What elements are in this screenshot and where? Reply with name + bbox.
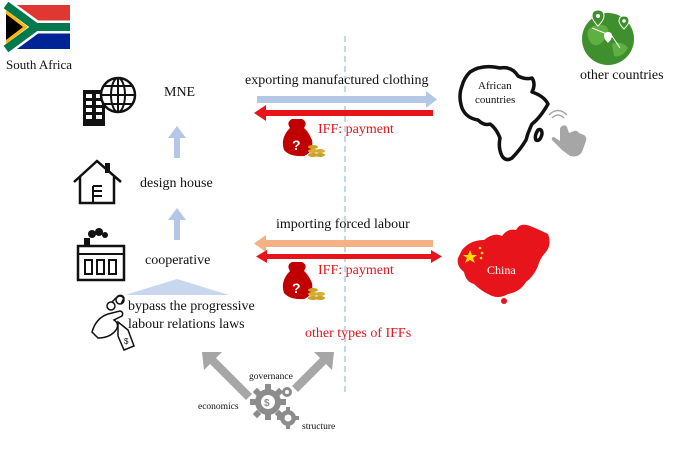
handcuff-hands-icon: $ (91, 294, 135, 351)
export-arrow (257, 91, 437, 108)
globe-pins-icon (582, 9, 634, 65)
structure-label: structure (302, 422, 336, 432)
china-label: China (487, 263, 516, 277)
building-globe-icon (83, 76, 137, 126)
hand-pointer-icon (548, 109, 587, 157)
south-africa-flag-icon (2, 0, 70, 55)
south-africa-label: South Africa (6, 57, 73, 72)
svg-text:$: $ (124, 337, 129, 346)
other-iffs-label: other types of IFFs (305, 326, 412, 341)
importing-label: importing forced labour (276, 217, 410, 232)
money-bag-icon-bottom: ? (282, 262, 325, 300)
bypass-label-line2: labour relations laws (128, 317, 245, 332)
africa-map-icon (458, 64, 550, 162)
gears-dollar-icon: $ (250, 384, 299, 429)
economics-label: economics (198, 402, 239, 412)
money-bag-icon-top: ? (282, 119, 325, 157)
iff-payment-arrow-bottom (256, 250, 442, 263)
house-icon (73, 159, 122, 205)
african-countries-label-line2: countries (475, 94, 516, 106)
mne-label: MNE (164, 85, 196, 100)
svg-text:$: $ (264, 398, 270, 409)
bypass-label-line1: bypass the progressive (128, 299, 255, 314)
up-arrow-to-design-house (168, 208, 186, 240)
iff-payment-arrow-top (254, 105, 433, 121)
grey-arrow-right (292, 352, 334, 392)
china-map-icon (457, 224, 550, 297)
iff-payment-label-bottom: IFF: payment (318, 263, 394, 278)
african-countries-label-line1: African (478, 80, 512, 92)
svg-text:?: ? (292, 137, 301, 153)
china-hainan-island (501, 298, 507, 304)
up-arrow-to-mne (168, 126, 186, 158)
grey-arrow-left (202, 352, 252, 400)
bypass-triangle (125, 279, 229, 295)
governance-label: governance (249, 372, 293, 382)
other-countries-label: other countries (580, 68, 664, 83)
exporting-label: exporting manufactured clothing (245, 73, 429, 88)
iff-payment-label-top: IFF: payment (318, 122, 394, 137)
design-house-label: design house (140, 176, 213, 191)
factory-icon (76, 228, 126, 282)
cooperative-label: cooperative (145, 253, 211, 268)
import-arrow (254, 235, 433, 252)
svg-text:?: ? (292, 280, 301, 296)
china-flag-star (463, 250, 477, 263)
